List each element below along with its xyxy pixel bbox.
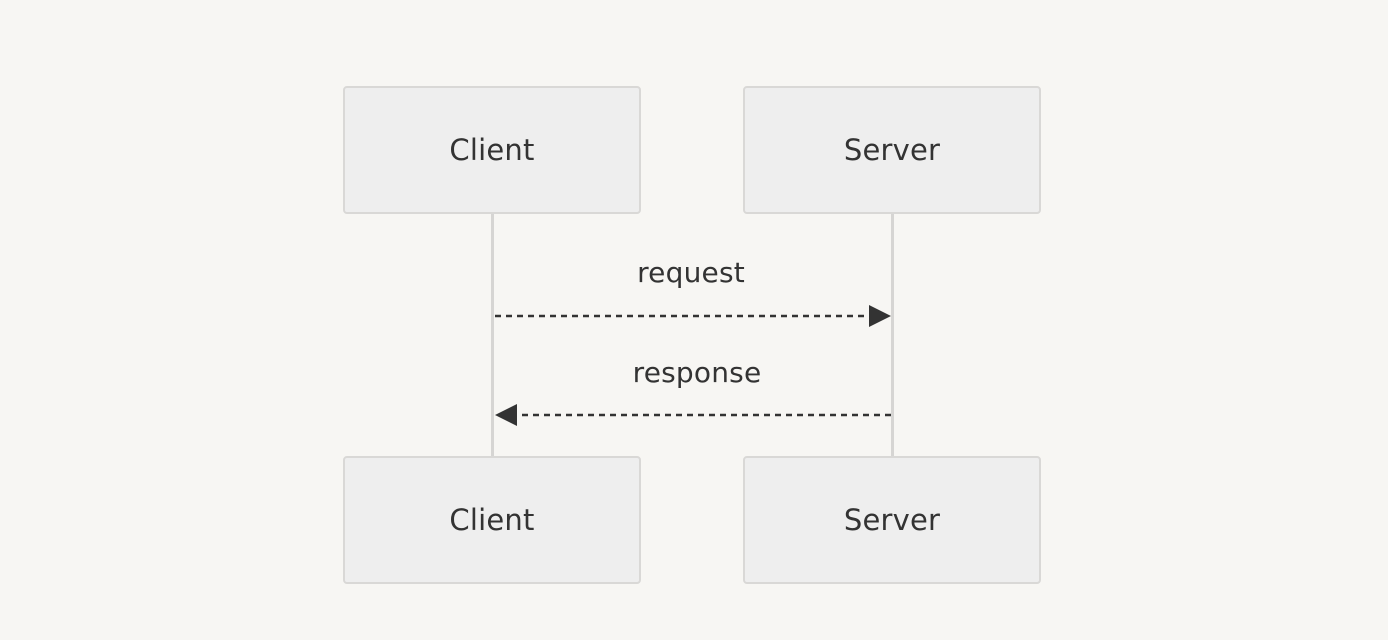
participant-server-bottom: Server: [743, 456, 1041, 584]
participant-server-label: Server: [843, 503, 941, 537]
message-request-label: request: [637, 256, 745, 289]
arrowhead-left-icon: [495, 404, 517, 426]
lifeline-server: [891, 214, 894, 458]
lifeline-client: [491, 214, 494, 458]
participant-client-label: Client: [449, 503, 535, 537]
participant-client-bottom: Client: [343, 456, 641, 584]
participant-client-top: Client: [343, 86, 641, 214]
participant-server-top: Server: [743, 86, 1041, 214]
arrowhead-right-icon: [869, 305, 891, 327]
participant-server-label: Server: [843, 133, 941, 167]
message-response-label: response: [632, 356, 762, 389]
participant-client-label: Client: [449, 133, 535, 167]
